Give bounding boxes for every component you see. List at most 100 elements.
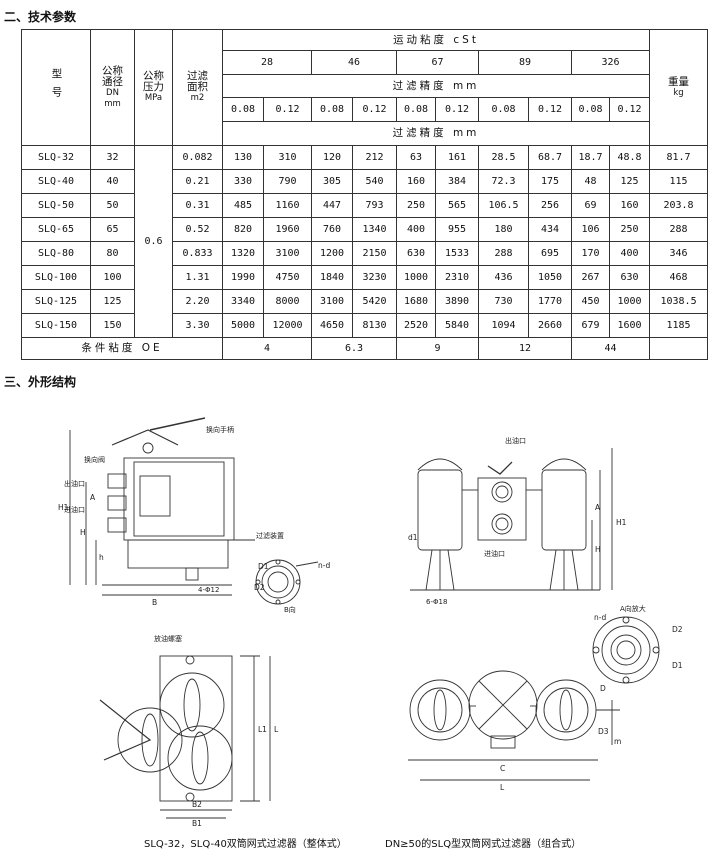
dim-h-right: H	[595, 545, 601, 554]
dim-l-bottom: L	[500, 783, 505, 792]
label-inlet2: 进油口	[484, 549, 505, 558]
cell-value: 48	[571, 169, 610, 194]
cell-model: SLQ-100	[21, 265, 91, 290]
cell-value: 1160	[263, 193, 312, 218]
dim-c: C	[500, 764, 505, 773]
cell-value: 288	[478, 241, 529, 266]
cell-value: 3100	[311, 289, 353, 314]
header-precision-repeat: 过滤精度 mm	[221, 121, 651, 146]
dim-l1: L1	[258, 725, 267, 734]
dim-a-right: A	[595, 503, 601, 512]
precision-value: 0.12	[263, 97, 312, 122]
cell-value: 760	[311, 217, 353, 242]
combination-filter-front-view	[410, 448, 613, 591]
cell-value: 330	[222, 169, 264, 194]
cell-value: 1533	[435, 241, 479, 266]
dim-d2: D2	[254, 583, 265, 592]
cell-value: 160	[608, 193, 651, 218]
cell-value: 125	[608, 169, 651, 194]
cell-dn: 100	[90, 265, 135, 290]
cell-value: 793	[352, 193, 397, 218]
viscosity-value: 326	[570, 50, 651, 75]
section-title-shape: 三、外形结构	[4, 375, 77, 389]
dim-d1: D1	[258, 562, 269, 571]
caption-integrated: SLQ-32，SLQ-40双筒网式过滤器（整体式）	[144, 839, 347, 850]
cell-value: 790	[263, 169, 312, 194]
dim-nd-right: n-d	[594, 613, 606, 622]
dim-a: A	[90, 493, 96, 502]
cell-value: 170	[571, 241, 610, 266]
label-valve: 换向阀	[84, 455, 105, 464]
cell-value: 69	[571, 193, 610, 218]
cell-dn: 50	[90, 193, 135, 218]
cell-value: 2310	[435, 265, 479, 290]
cell-value: 106	[571, 217, 610, 242]
cell-dn: 150	[90, 313, 135, 338]
dim-d-right: D	[600, 684, 606, 693]
integrated-filter-front-view	[69, 417, 255, 596]
condition-label: 条件粘度 OE	[21, 337, 223, 360]
label-drain-plug: 放油螺塞	[154, 634, 182, 643]
label-outlet: 出油口	[64, 479, 85, 488]
dim-nd: n-d	[318, 561, 330, 570]
flange-b-view	[255, 559, 319, 605]
dim-d1-right: D1	[672, 661, 683, 670]
dim-b: B	[152, 598, 157, 607]
cell-model: SLQ-150	[21, 313, 91, 338]
cell-value: 1320	[222, 241, 264, 266]
dim-h1-right: H1	[616, 518, 627, 527]
label-holes2: 6-Φ18	[426, 598, 447, 606]
cell-value: 1340	[352, 217, 397, 242]
cell-value: 565	[435, 193, 479, 218]
label-a-enlarge: A向放大	[620, 604, 646, 613]
flange-a-view	[592, 616, 660, 684]
cell-value: 630	[396, 241, 436, 266]
cell-value: 130	[222, 145, 264, 170]
cell-area: 2.20	[172, 289, 223, 314]
label-b-direction: B向	[284, 605, 296, 614]
cell-value: 1990	[222, 265, 264, 290]
precision-value: 0.08	[396, 97, 436, 122]
cell-value: 28.5	[478, 145, 529, 170]
cell-value: 1050	[528, 265, 572, 290]
cell-value: 175	[528, 169, 572, 194]
cell-value: 450	[571, 289, 610, 314]
cell-value: 485	[222, 193, 264, 218]
dim-m: m	[614, 737, 621, 746]
cell-value: 436	[478, 265, 529, 290]
dim-d3: D3	[598, 727, 609, 736]
dim-d2-right: D2	[672, 625, 683, 634]
combination-filter-top-view	[408, 670, 620, 781]
label-outlet2: 出油口	[505, 436, 526, 445]
dim-b2: B2	[192, 800, 202, 809]
cell-pressure: 0.6	[134, 145, 173, 338]
cell-value: 447	[311, 193, 353, 218]
viscosity-value: 67	[396, 50, 479, 75]
label-filter-device: 过滤装置	[256, 531, 284, 540]
condition-value: 12	[478, 337, 572, 360]
dim-d1-small: d1	[408, 533, 418, 542]
label-handle: 换向手柄	[206, 425, 234, 434]
dim-h1: H1	[58, 503, 69, 512]
cell-weight: 203.8	[649, 193, 709, 218]
cell-weight: 468	[649, 265, 709, 290]
integrated-filter-top-view	[99, 655, 271, 819]
cell-value: 1200	[311, 241, 353, 266]
cell-value: 2150	[352, 241, 397, 266]
section-title-params: 二、技术参数	[4, 10, 77, 24]
cell-value: 3100	[263, 241, 312, 266]
cell-weight: 288	[649, 217, 709, 242]
cell-value: 68.7	[528, 145, 572, 170]
viscosity-value: 28	[222, 50, 312, 75]
label-holes1: 4-Φ12	[198, 586, 219, 594]
dim-b1: B1	[192, 819, 202, 828]
